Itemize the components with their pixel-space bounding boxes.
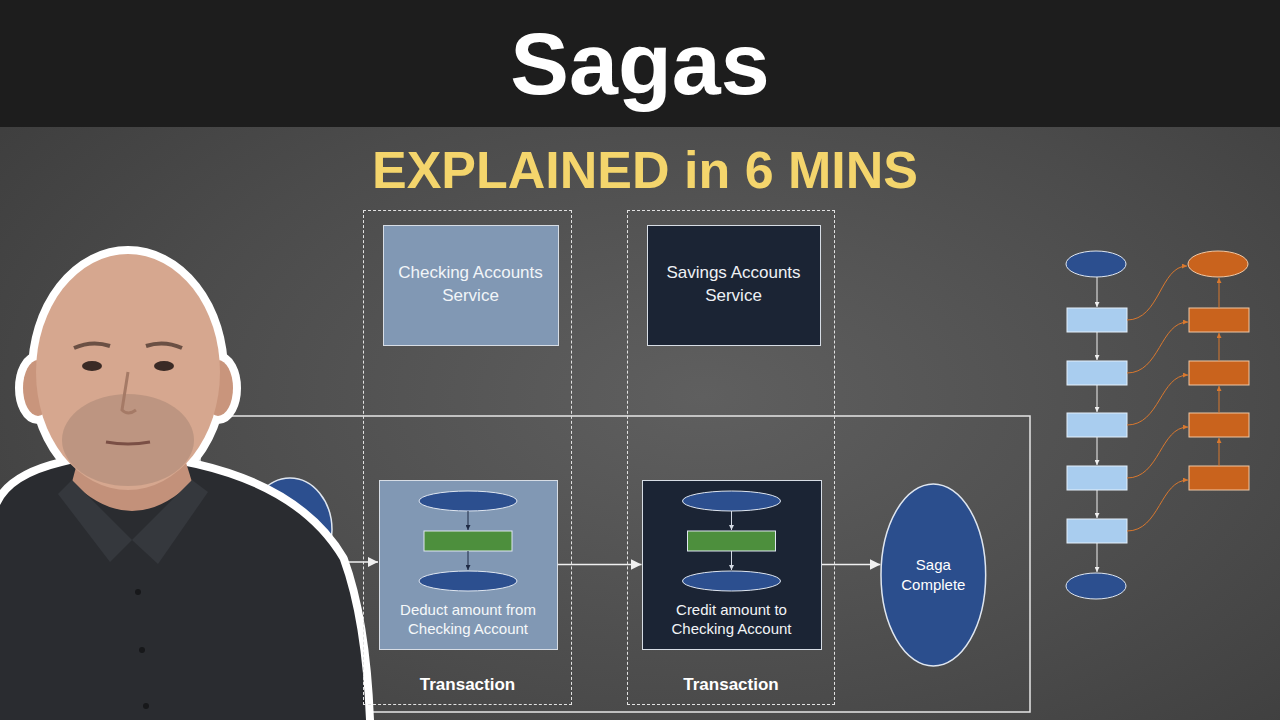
saga-sequence-icon [1066, 251, 1249, 599]
step-arrow [731, 551, 732, 570]
icon-compensation-arrow [1219, 438, 1220, 466]
node-label: Savings Accounts Service [658, 262, 810, 308]
icon-arrow [1097, 437, 1098, 465]
ellipse-outline [880, 483, 987, 667]
icon-step [1067, 466, 1127, 490]
boundary-label: Transaction [683, 674, 778, 696]
icon-compensation-link [1127, 375, 1188, 425]
icon-ellipse [1066, 573, 1126, 599]
flow-arrow [822, 564, 881, 566]
subtitle: EXPLAINED in 6 MINS [10, 136, 1280, 204]
icon-step [1067, 308, 1127, 332]
boundary-label: Transaction [420, 674, 515, 696]
icon-arrow [1097, 385, 1098, 412]
icon-compensation-step [1189, 361, 1249, 385]
step-arrow [467, 511, 468, 530]
icon-compensation-step [1189, 308, 1249, 332]
flow-arrow [558, 564, 642, 566]
node-label: Checking Accounts Service [394, 262, 548, 308]
step-arrow [467, 551, 468, 570]
icon-compensation-link [1127, 480, 1188, 531]
icon-arrow [1097, 277, 1098, 307]
node-label: Credit amount to Checking Account [652, 600, 812, 639]
transaction-box: Deduct amount from Checking Account [379, 480, 558, 650]
icon-compensation-link [1127, 322, 1188, 373]
title: Sagas [0, 0, 1280, 127]
step-arrow [731, 511, 732, 530]
icon-step [1067, 361, 1127, 385]
transaction-boundary: Transaction Checking Accounts ServiceDedu… [363, 210, 572, 705]
icon-step [1067, 519, 1127, 543]
icon-compensation-ellipse [1188, 251, 1248, 277]
service-box: Savings Accounts Service [647, 225, 821, 346]
title-bar [0, 0, 1280, 127]
transaction-steps [380, 481, 556, 597]
transaction-box: Credit amount to Checking Account [642, 480, 822, 650]
ellipse-shape [881, 484, 986, 666]
icon-compensation-link [1127, 427, 1188, 478]
step-ellipse [419, 571, 517, 591]
icon-compensation-arrow [1219, 333, 1220, 361]
step-action [424, 531, 512, 551]
icon-compensation-arrow [1219, 278, 1220, 308]
transaction-steps [643, 481, 820, 597]
icon-compensation-link [1127, 266, 1187, 320]
icon-arrow [1097, 543, 1098, 572]
service-box: Checking Accounts Service [383, 225, 559, 346]
end-state-ellipse: Saga Complete [880, 483, 987, 667]
icon-compensation-arrow [1219, 386, 1220, 413]
step-ellipse [682, 491, 780, 511]
icon-arrow [1097, 332, 1098, 360]
transaction-boundary: Transaction Savings Accounts ServiceCredi… [627, 210, 835, 705]
step-action [687, 531, 775, 551]
step-ellipse [682, 571, 780, 591]
icon-arrow [1097, 490, 1098, 518]
icon-compensation-step [1189, 413, 1249, 437]
node-label: Saga Complete [891, 555, 976, 596]
icon-step [1067, 413, 1127, 437]
icon-compensation-step [1189, 466, 1249, 490]
icon-ellipse [1066, 251, 1126, 277]
step-ellipse [419, 491, 517, 511]
node-label: Deduct amount from Checking Account [389, 600, 548, 639]
